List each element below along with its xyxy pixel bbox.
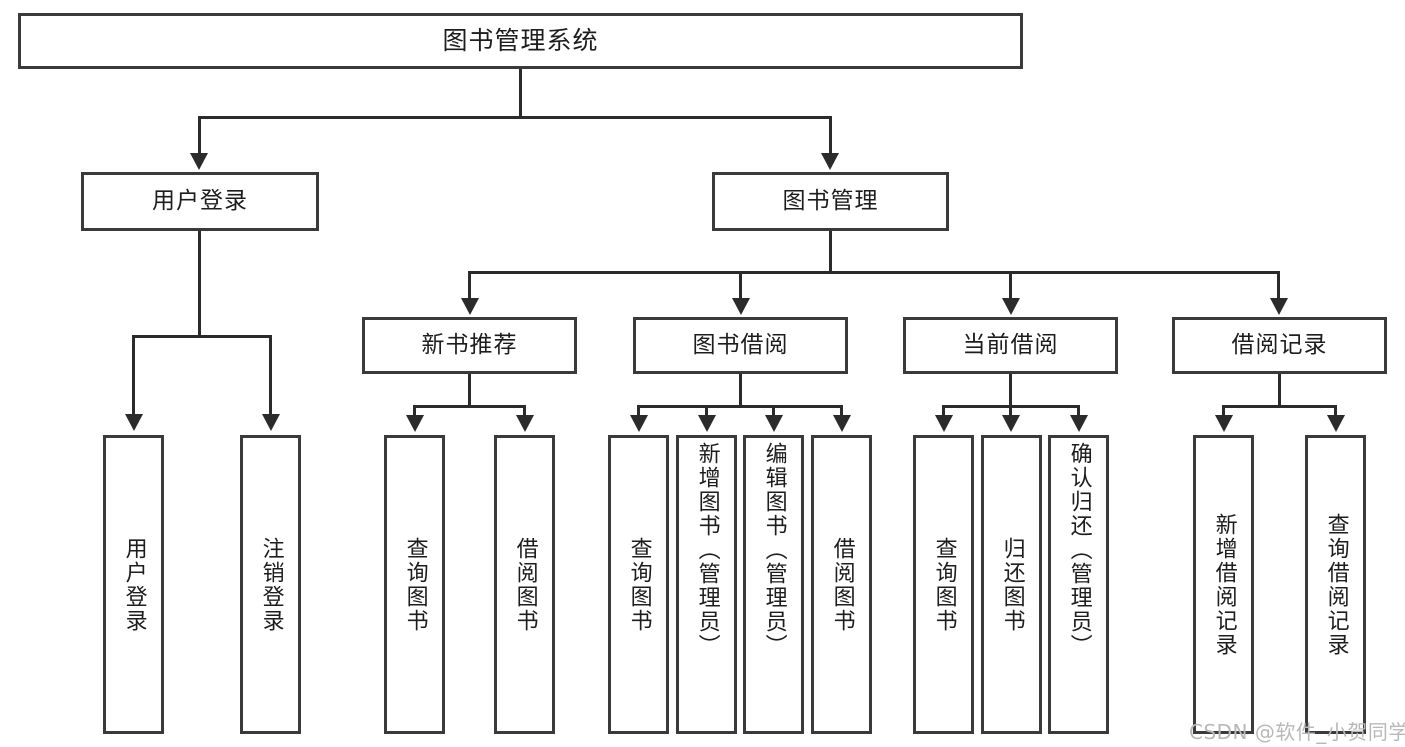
leaf-query-book-recommend[interactable]: 查询图书 [384, 435, 445, 734]
node-label: 借阅记录 [1231, 331, 1328, 358]
leaf-user-login[interactable]: 用户登录 [103, 435, 164, 734]
leaf-label: 用户登录 [121, 536, 147, 633]
leaf-label: 编辑图书（管理员） [761, 442, 787, 658]
leaf-label: 归还图书 [999, 536, 1025, 633]
leaf-label: 借阅图书 [512, 536, 538, 633]
edge-to-book-manage [829, 116, 832, 157]
arrowhead-br-leaf-2 [1327, 415, 1345, 432]
arrowhead-current-borrow [1002, 298, 1020, 315]
edge-bm-drop-1 [468, 271, 471, 302]
arrowhead-leaf-logout [262, 414, 280, 431]
arrowhead-cb-leaf-1 [935, 415, 953, 432]
leaf-label: 注销登录 [258, 536, 284, 633]
node-book-manage[interactable]: 图书管理 [712, 172, 949, 231]
edge-bm-drop-4 [1277, 271, 1280, 302]
leaf-label: 新增借阅记录 [1211, 512, 1237, 657]
leaf-label: 查询借阅记录 [1323, 512, 1349, 657]
leaf-label: 新增图书（管理员） [694, 442, 720, 658]
leaf-label: 借阅图书 [829, 536, 855, 633]
edge-user-login-bus [132, 335, 272, 338]
edge-nbr-bus [413, 405, 526, 408]
edge-cb-drop-2 [1009, 405, 1012, 419]
leaf-confirm-return-admin[interactable]: 确认归还（管理员） [1048, 435, 1109, 734]
leaf-logout[interactable]: 注销登录 [240, 435, 301, 734]
edge-nbr-drop-2 [523, 405, 526, 419]
leaf-label: 确认归还（管理员） [1066, 442, 1092, 658]
arrowhead-bb-leaf-4 [833, 415, 851, 432]
edge-nbr-stem [468, 374, 471, 408]
arrowhead-book-borrow [732, 298, 750, 315]
arrowhead-bb-leaf-1 [630, 415, 648, 432]
node-label: 当前借阅 [962, 331, 1059, 358]
node-label: 图书管理 [782, 187, 879, 214]
leaf-query-borrow-record[interactable]: 查询借阅记录 [1305, 435, 1366, 734]
edge-bb-drop-3 [772, 405, 775, 419]
arrowhead-nbr-leaf-1 [406, 415, 424, 432]
leaf-return-book[interactable]: 归还图书 [981, 435, 1042, 734]
edge-to-user-login [198, 116, 201, 157]
edge-user-login-drop-2 [269, 335, 272, 418]
node-borrow-record[interactable]: 借阅记录 [1172, 317, 1387, 374]
node-user-login[interactable]: 用户登录 [81, 172, 319, 231]
edge-br-drop-2 [1334, 405, 1337, 419]
edge-bm-drop-3 [1009, 271, 1012, 302]
node-label: 新书推荐 [421, 331, 518, 358]
arrowhead-new-book [461, 298, 479, 315]
leaf-edit-book-admin[interactable]: 编辑图书（管理员） [743, 435, 804, 734]
node-label: 图书借阅 [692, 331, 789, 358]
edge-bb-drop-1 [637, 405, 640, 419]
leaf-label: 查询图书 [402, 536, 428, 633]
arrowhead-bb-leaf-3 [765, 415, 783, 432]
edge-nbr-drop-1 [413, 405, 416, 419]
arrowhead-leaf-user-login [125, 414, 143, 431]
edge-user-login-drop-1 [132, 335, 135, 418]
leaf-add-book-admin[interactable]: 新增图书（管理员） [676, 435, 737, 734]
edge-br-drop-1 [1222, 405, 1225, 419]
arrowhead-br-leaf-1 [1215, 415, 1233, 432]
arrowhead-borrow-record [1270, 298, 1288, 315]
leaf-add-borrow-record[interactable]: 新增借阅记录 [1193, 435, 1254, 734]
edge-root-bus [198, 116, 832, 119]
edge-br-bus [1222, 405, 1337, 408]
edge-bb-drop-4 [840, 405, 843, 419]
node-label: 用户登录 [152, 187, 248, 214]
edge-bb-stem [739, 374, 742, 408]
leaf-query-book-borrow[interactable]: 查询图书 [608, 435, 669, 734]
leaf-query-book-current[interactable]: 查询图书 [913, 435, 974, 734]
edge-bb-bus [637, 405, 843, 408]
node-book-borrow[interactable]: 图书借阅 [633, 317, 848, 374]
leaf-label: 查询图书 [931, 536, 957, 633]
arrowhead-cb-leaf-3 [1070, 415, 1088, 432]
node-label: 图书管理系统 [442, 26, 599, 55]
edge-cb-stem [1009, 374, 1012, 408]
arrowhead-user-login [190, 153, 208, 170]
edge-bm-drop-2 [739, 271, 742, 302]
arrowhead-bb-leaf-2 [698, 415, 716, 432]
edge-cb-drop-1 [942, 405, 945, 419]
edge-book-manage-bus [468, 271, 1280, 274]
edge-br-stem [1278, 374, 1281, 408]
arrowhead-cb-leaf-2 [1002, 415, 1020, 432]
watermark-text: CSDN @软件_小贺同学 [1189, 720, 1405, 744]
node-current-borrow[interactable]: 当前借阅 [903, 317, 1118, 374]
leaf-label: 查询图书 [626, 536, 652, 633]
arrowhead-nbr-leaf-2 [516, 415, 534, 432]
edge-root-stem [519, 69, 522, 118]
leaf-borrow-book[interactable]: 借阅图书 [811, 435, 872, 734]
edge-book-manage-stem [829, 231, 832, 273]
node-new-book-recommend[interactable]: 新书推荐 [362, 317, 577, 374]
arrowhead-book-manage [821, 153, 839, 170]
edge-user-login-stem [198, 231, 201, 337]
leaf-borrow-book-recommend[interactable]: 借阅图书 [494, 435, 555, 734]
edge-cb-drop-3 [1077, 405, 1080, 419]
csdn-watermark: CSDN @软件_小贺同学 [1189, 716, 1405, 745]
edge-bb-drop-2 [705, 405, 708, 419]
node-root-system[interactable]: 图书管理系统 [18, 13, 1023, 69]
